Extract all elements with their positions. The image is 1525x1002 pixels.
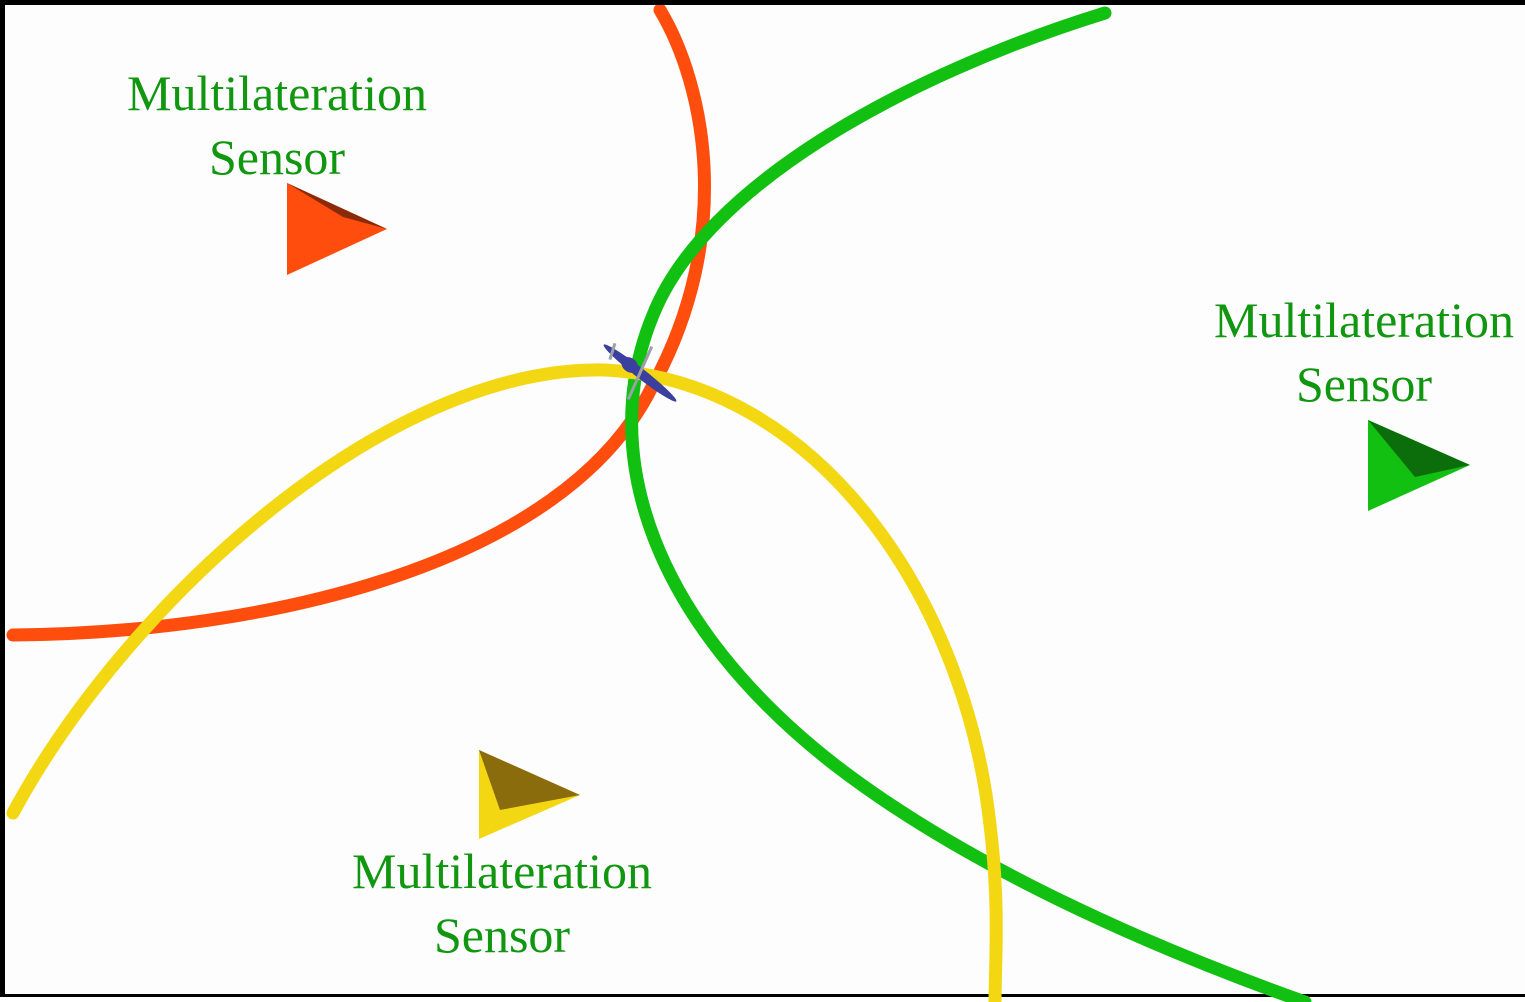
yellow-sensor-triangle-icon <box>479 750 580 839</box>
green-sensor-label: Multilateration Sensor <box>1214 292 1514 412</box>
green-sensor-triangle-icon <box>1368 420 1470 511</box>
diagram-canvas <box>6 5 1470 1002</box>
green-range-curve <box>625 6 1312 1002</box>
aircraft-icon <box>603 342 677 402</box>
yellow-range-curve <box>6 363 1003 1002</box>
orange-sensor-triangle-icon <box>287 183 387 275</box>
orange-sensor-label: Multilateration Sensor <box>127 65 427 185</box>
yellow-sensor-label: Multilateration Sensor <box>352 843 652 963</box>
orange-range-curve <box>6 5 711 642</box>
